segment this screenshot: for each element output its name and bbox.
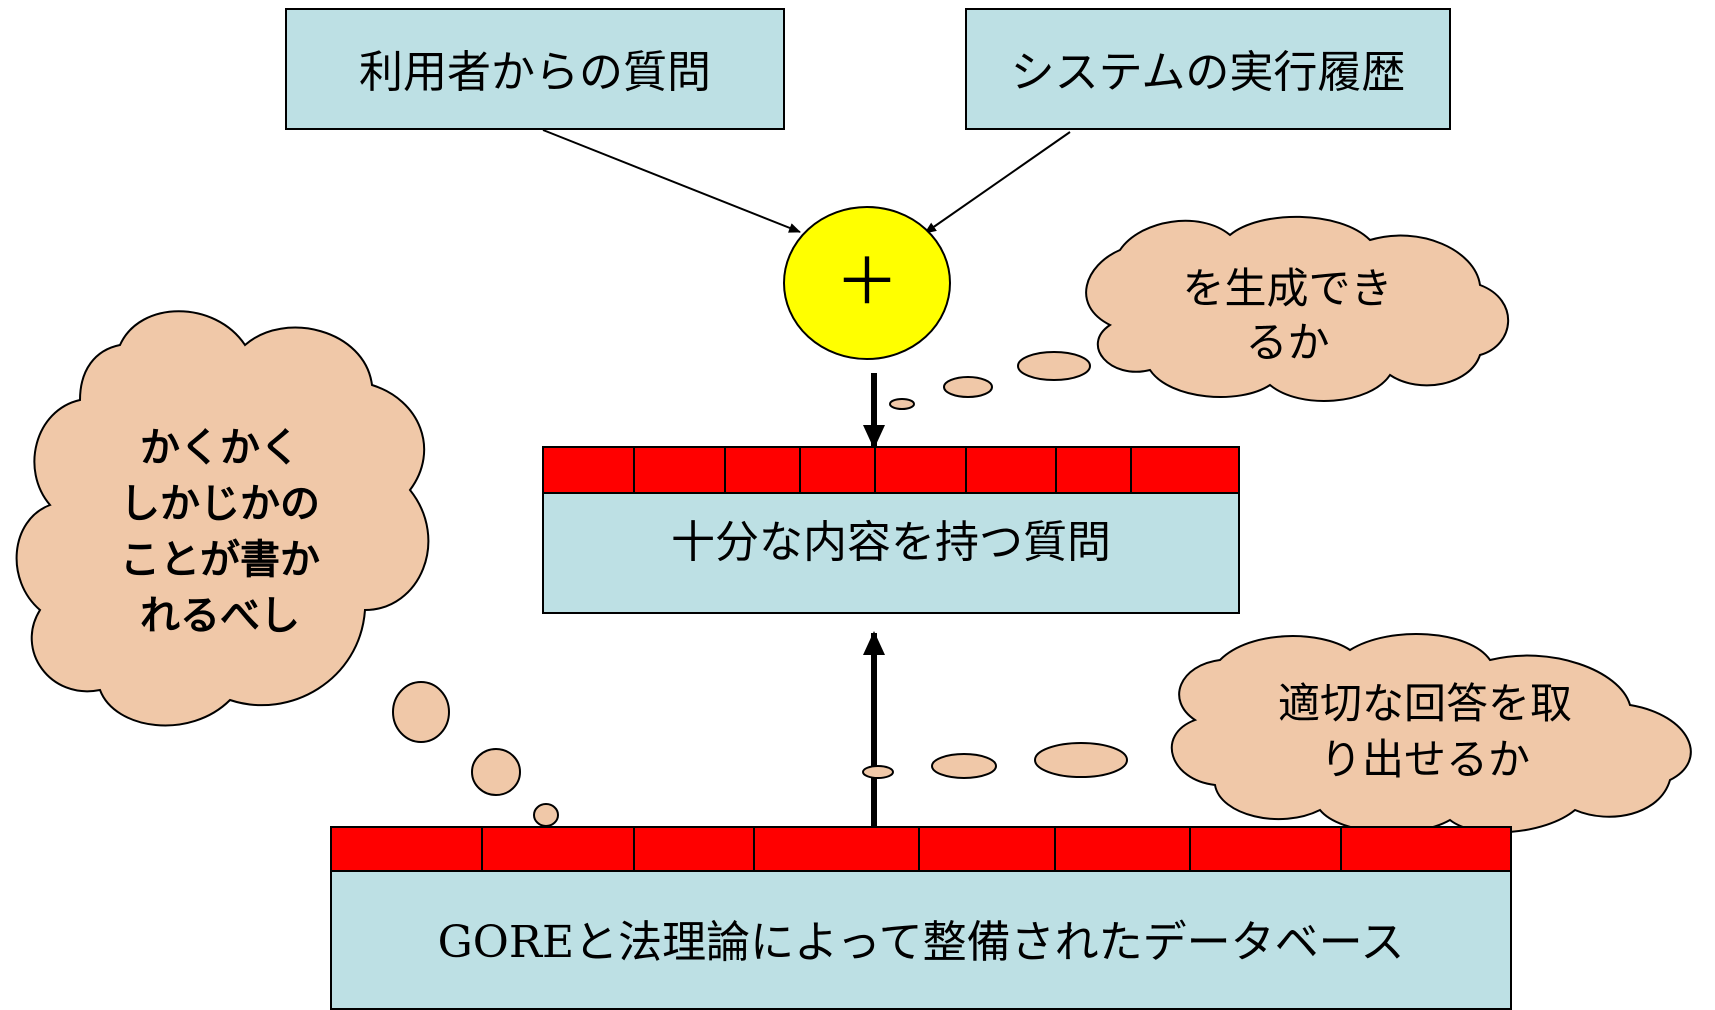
sufficient-question-box: 十分な内容を持つ質問 xyxy=(542,492,1240,614)
cloud-left-bubble-medium xyxy=(471,748,521,796)
cloud-left-line-3: ことが書か xyxy=(120,537,320,583)
cloud-top-right-line-1: を生成でき xyxy=(1182,264,1393,313)
cloud-left-text: かくかく しかじかの ことが書か れるべし xyxy=(60,420,380,644)
cloud-bottom-right-line-2: り出せるか xyxy=(1319,735,1530,784)
cloud-top-right xyxy=(1085,215,1510,402)
cloud-top-right-bubble-medium xyxy=(943,376,993,398)
system-history-box: システムの実行履歴 xyxy=(965,8,1451,130)
cloud-left-bubble-large xyxy=(392,681,450,743)
cloud-bottom-right-bubble-small xyxy=(862,765,894,779)
cloud-left xyxy=(15,310,430,727)
combine-symbol: ＋ xyxy=(835,246,899,320)
cloud-bottom-right xyxy=(1170,633,1692,834)
database-box: GOREと法理論によって整備されたデータベース xyxy=(330,870,1512,1010)
arrow-history-to-node xyxy=(924,131,1071,234)
user-question-box: 利用者からの質問 xyxy=(285,8,785,130)
user-question-label: 利用者からの質問 xyxy=(359,47,711,98)
cloud-left-line-1: かくかく xyxy=(140,425,300,471)
cloud-bottom-right-line-1: 適切な回答を取 xyxy=(1277,679,1572,728)
combine-node xyxy=(783,206,951,360)
cloud-bottom-right-bubble-large xyxy=(1034,742,1128,778)
cloud-top-right-line-2: るか xyxy=(1245,318,1330,367)
cloud-left-line-4: れるべし xyxy=(140,593,300,639)
arrow-user-to-node xyxy=(542,129,801,233)
cloud-left-bubble-small xyxy=(533,803,559,827)
cloud-bottom-right-text: 適切な回答を取 り出せるか xyxy=(1240,676,1610,788)
cloud-top-right-text: を生成でき るか xyxy=(1150,262,1425,370)
cloud-top-right-bubble-small xyxy=(889,398,915,410)
cloud-top-right-bubble-large xyxy=(1017,351,1091,381)
cloud-bottom-right-bubble-medium xyxy=(931,753,997,779)
cloud-left-line-2: しかじかの xyxy=(120,481,320,527)
database-label: GOREと法理論によって整備されたデータベース xyxy=(437,917,1405,968)
system-history-label: システムの実行履歴 xyxy=(1010,47,1406,98)
database-header-bar xyxy=(330,826,1512,872)
question-header-bar xyxy=(542,446,1240,494)
sufficient-question-label: 十分な内容を持つ質問 xyxy=(671,517,1111,568)
